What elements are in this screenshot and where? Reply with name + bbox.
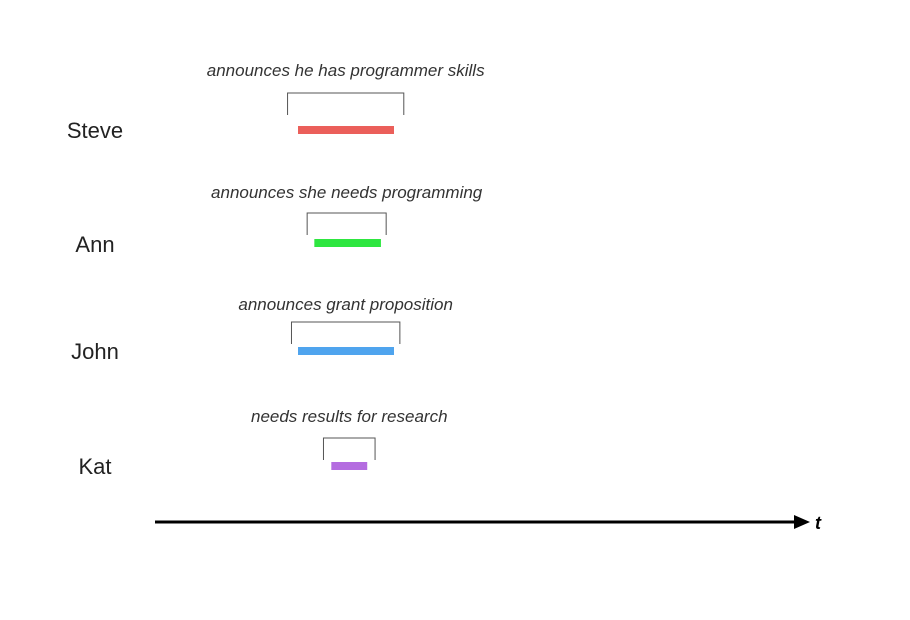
person-name: Ann — [75, 232, 114, 257]
interval-bar — [298, 347, 394, 355]
event-annotation: announces he has programmer skills — [207, 61, 485, 80]
interval-bar — [298, 126, 394, 134]
person-name: Kat — [78, 454, 111, 479]
interval-bar — [331, 462, 368, 470]
timeline-rows: Steve announces he has programmer skillsA… — [67, 61, 485, 479]
event-annotation: announces she needs programming — [211, 183, 483, 202]
time-axis-arrowhead — [794, 515, 810, 529]
time-axis-label: t — [815, 513, 822, 533]
interval-bracket — [306, 212, 387, 235]
interval-bracket — [287, 92, 405, 115]
interval-bracket — [322, 437, 376, 460]
timeline-row-john: John announces grant proposition — [71, 295, 453, 364]
person-name: John — [71, 339, 119, 364]
event-annotation: announces grant proposition — [238, 295, 453, 314]
timeline-row-ann: Ann announces she needs programming — [75, 183, 482, 257]
timeline-row-kat: Kat needs results for research — [78, 407, 447, 479]
person-name: Steve — [67, 118, 123, 143]
event-annotation: needs results for research — [251, 407, 448, 426]
timeline-row-steve: Steve announces he has programmer skills — [67, 61, 485, 143]
interval-bar — [314, 239, 381, 247]
interval-bracket — [290, 321, 401, 344]
